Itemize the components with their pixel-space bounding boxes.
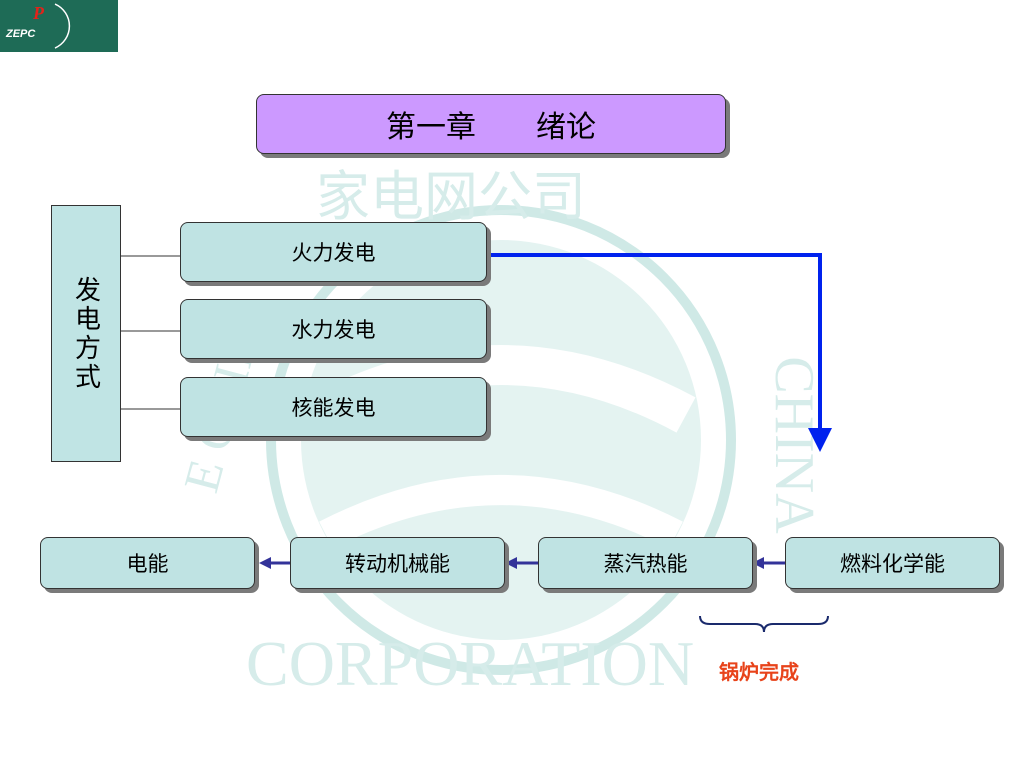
flow-steam-heat-energy: 蒸汽热能	[538, 537, 753, 589]
method-thermal: 火力发电	[180, 222, 487, 282]
generation-methods-label: 发电方式	[51, 205, 121, 462]
flow-mechanical-energy: 转动机械能	[290, 537, 505, 589]
thermal-to-fuel-arrow	[486, 253, 832, 452]
logo-mark: P	[33, 3, 44, 23]
page-title: 第一章 绪论	[256, 94, 726, 154]
logo-text: ZEPC	[6, 28, 36, 40]
company-logo: P ZEPC	[0, 0, 118, 52]
category-connectors	[119, 255, 180, 410]
generation-methods-text: 发电方式	[70, 275, 101, 392]
boiler-annotation: 锅炉完成	[719, 660, 799, 684]
watermark-text-bottom: CORPORATION	[246, 628, 694, 699]
watermark-text-top: 家电网公司	[316, 165, 586, 228]
method-hydro: 水力发电	[180, 299, 487, 359]
logo-arc	[54, 3, 71, 49]
brace-boiler	[699, 615, 829, 633]
method-nuclear: 核能发电	[180, 377, 487, 437]
flow-electrical-energy: 电能	[40, 537, 255, 589]
flow-fuel-chemical-energy: 燃料化学能	[785, 537, 1000, 589]
